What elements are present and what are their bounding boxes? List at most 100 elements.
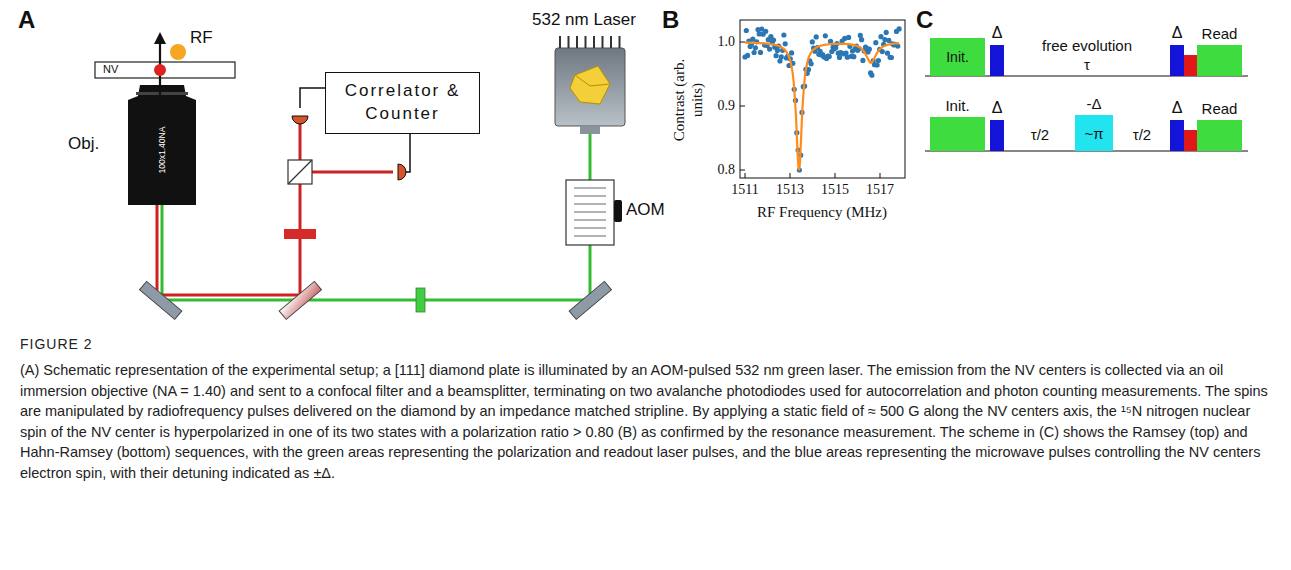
box-body bbox=[1197, 45, 1242, 76]
mirror bbox=[569, 281, 611, 319]
cooling-fin bbox=[619, 36, 621, 48]
data-point bbox=[851, 54, 856, 59]
tick-label: 0.9 bbox=[718, 98, 736, 114]
init-pulse: Init. bbox=[930, 117, 985, 151]
box-text: Init. bbox=[946, 49, 969, 65]
red-filter bbox=[284, 229, 316, 239]
tick-label: 0.8 bbox=[718, 162, 736, 178]
mw-pulse: Δ bbox=[990, 120, 1004, 151]
data-point bbox=[869, 73, 874, 78]
data-point bbox=[814, 34, 819, 39]
fit-curve bbox=[745, 43, 899, 171]
pulse-heading: -Δ bbox=[1086, 95, 1101, 112]
panel-letter: B bbox=[662, 6, 679, 34]
box-body bbox=[1197, 120, 1242, 151]
mw-pulse: Δ bbox=[1170, 45, 1184, 76]
data-point bbox=[809, 61, 814, 66]
data-point bbox=[846, 35, 851, 40]
pulse-heading: Read bbox=[1202, 25, 1238, 42]
cooling-fin bbox=[559, 36, 561, 48]
pi-pulse: ~π-Δ bbox=[1075, 115, 1113, 151]
cooling-fin bbox=[568, 36, 570, 48]
box-text: Correlator & Counter bbox=[333, 80, 472, 126]
aom-stripe bbox=[574, 212, 606, 213]
data-point bbox=[779, 54, 784, 59]
data-point bbox=[745, 53, 750, 58]
data-point bbox=[753, 45, 758, 50]
pulse-heading: Δ bbox=[992, 24, 1003, 42]
cooling-fin bbox=[585, 36, 587, 48]
panel-letter: C bbox=[916, 6, 933, 34]
figure-title: FIGURE 2 bbox=[20, 336, 93, 352]
data-point bbox=[867, 47, 872, 52]
data-point bbox=[873, 40, 878, 45]
pulse-heading: Δ bbox=[1172, 99, 1183, 117]
mw-pulse: Δ bbox=[1170, 120, 1184, 151]
data-point bbox=[859, 37, 864, 42]
data-point bbox=[774, 53, 779, 58]
mw-pulse: Δ bbox=[990, 45, 1004, 76]
green-filter bbox=[416, 288, 425, 312]
objective bbox=[128, 85, 196, 205]
objective-label: Obj. bbox=[68, 134, 99, 154]
photodiode bbox=[398, 164, 406, 180]
sequence-label: τ/2 bbox=[1133, 126, 1151, 143]
data-point bbox=[789, 50, 794, 55]
nv-center bbox=[154, 64, 166, 76]
sequence-label: τ/2 bbox=[1031, 126, 1049, 143]
aom-stripe bbox=[574, 220, 606, 221]
box-body: Init. bbox=[930, 38, 985, 76]
rf-label: RF bbox=[190, 28, 213, 48]
cooling-fin bbox=[610, 36, 612, 48]
laser bbox=[555, 36, 625, 134]
data-point bbox=[884, 30, 889, 35]
aom-stripe bbox=[574, 236, 606, 237]
box-body bbox=[990, 45, 1004, 76]
aom-stripe bbox=[574, 228, 606, 229]
box-body bbox=[1170, 45, 1184, 76]
data-point bbox=[860, 58, 865, 63]
sequence-label: τ bbox=[1084, 56, 1090, 73]
tick-label: 1515 bbox=[821, 182, 849, 198]
data-point bbox=[823, 33, 828, 38]
data-point bbox=[875, 62, 880, 67]
correlator-box: Correlator & Counter bbox=[325, 72, 480, 134]
tick-label: 1517 bbox=[866, 182, 894, 198]
box-text: ~π bbox=[1084, 125, 1103, 142]
box-body bbox=[990, 120, 1004, 151]
data-point bbox=[758, 50, 763, 55]
aom bbox=[566, 180, 622, 245]
arrow-head bbox=[154, 32, 166, 44]
figure-caption: (A) Schematic representation of the expe… bbox=[20, 360, 1270, 483]
nv-label: NV bbox=[103, 63, 118, 75]
tick-label: 1.0 bbox=[718, 34, 736, 50]
box-body bbox=[930, 117, 985, 151]
beamsplitter bbox=[288, 160, 312, 184]
box-body: Correlator & Counter bbox=[326, 73, 479, 133]
diamond-plate bbox=[95, 62, 235, 78]
dichroic-mirror bbox=[279, 281, 321, 319]
objective-marking: 100x1.40NA bbox=[157, 127, 167, 174]
data-point bbox=[767, 47, 772, 52]
read-pulse: Read bbox=[1197, 45, 1242, 76]
pulse-heading: Δ bbox=[1172, 24, 1183, 42]
laser-label: 532 nm Laser bbox=[532, 10, 636, 30]
data-point bbox=[876, 58, 881, 63]
cooling-fin bbox=[602, 36, 604, 48]
aom-stripe bbox=[574, 188, 606, 189]
data-point bbox=[781, 32, 786, 37]
aom-label: AOM bbox=[626, 200, 665, 220]
data-points bbox=[742, 26, 901, 172]
data-point bbox=[763, 29, 768, 34]
photodiode bbox=[292, 116, 308, 124]
box-body: ~π bbox=[1075, 115, 1113, 151]
data-point bbox=[889, 55, 894, 60]
axis-title: Contrast (arb. units) bbox=[670, 45, 706, 155]
data-point bbox=[771, 37, 776, 42]
cooling-fin bbox=[576, 36, 578, 48]
tick-label: 1513 bbox=[776, 182, 804, 198]
readout-pulse bbox=[1184, 130, 1197, 151]
sequence-label: free evolution bbox=[1042, 37, 1132, 54]
mirror bbox=[140, 281, 182, 319]
